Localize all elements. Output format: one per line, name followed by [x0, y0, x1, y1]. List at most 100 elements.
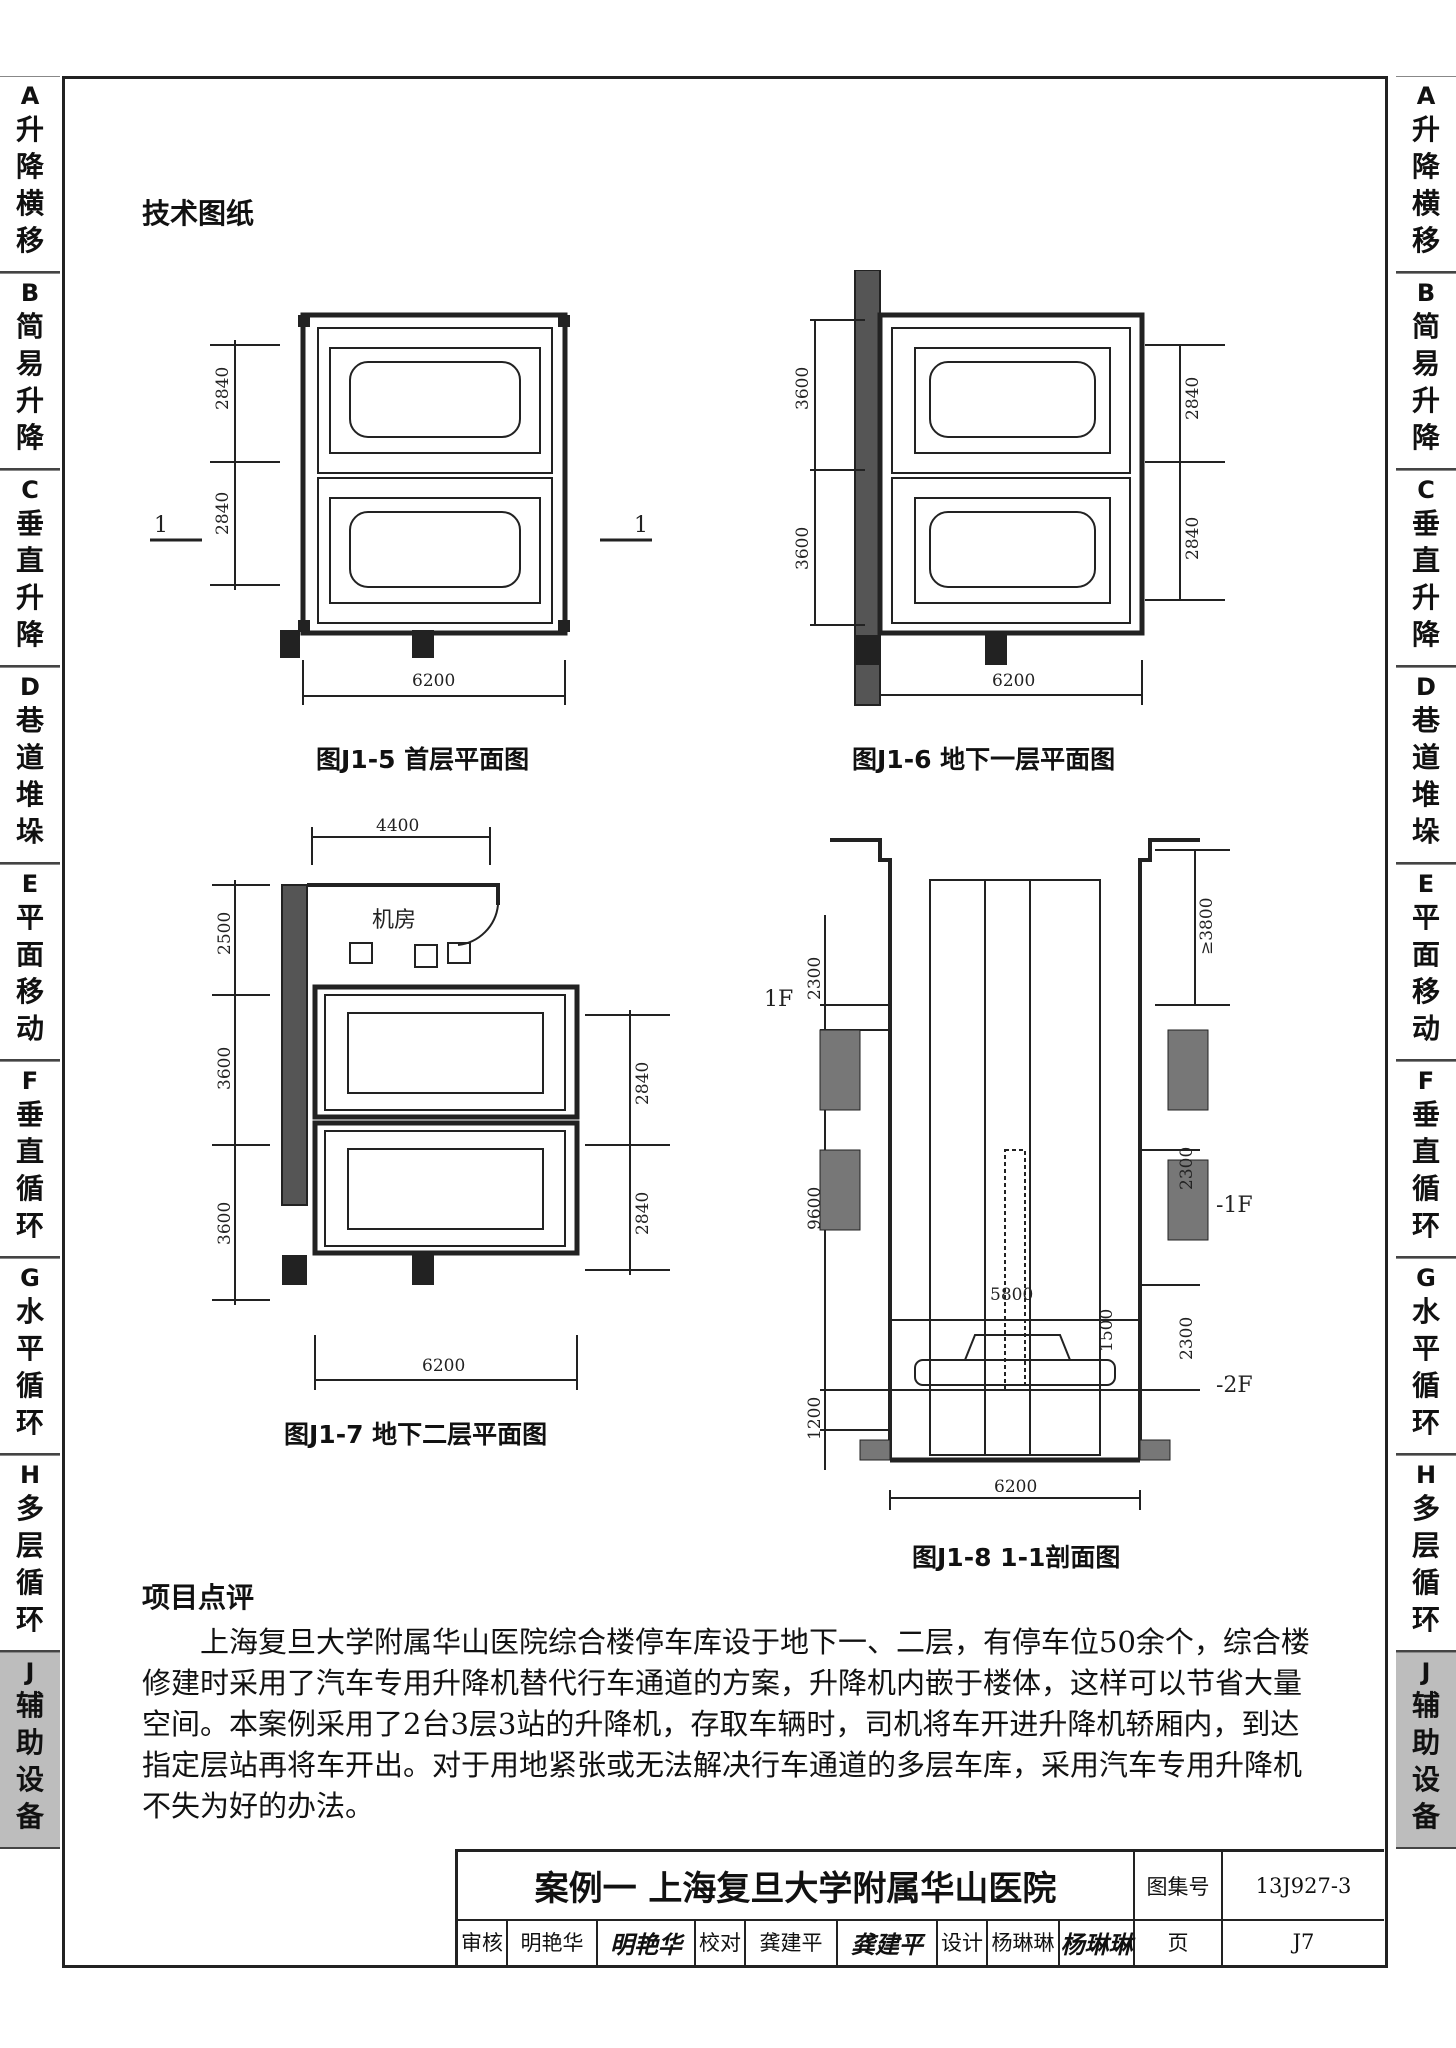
page-number: J7 [1292, 1930, 1315, 1954]
review-signature: 明艳华 [610, 1929, 682, 1959]
figure-j1-8: 2300 ≥3800 9600 2300 2300 1200 5800 1500… [764, 838, 1253, 1510]
side-tab-label: 水平循环 [1411, 1295, 1440, 1439]
side-tab-label: 多层循环 [15, 1492, 44, 1636]
svg-text:3600: 3600 [215, 1047, 235, 1090]
comment-text: 上海复旦大学附属华山医院综合楼停车库设于地下一、二层，有停车位50余个，综合楼修… [142, 1625, 1310, 1823]
side-tab-label: 垂直循环 [15, 1098, 44, 1242]
svg-text:2300: 2300 [1177, 1317, 1197, 1360]
svg-text:2500: 2500 [215, 912, 235, 955]
review-name: 明艳华 [520, 1931, 584, 1955]
check-name: 龚建平 [759, 1931, 823, 1955]
side-tab-c[interactable]: C 垂直升降 [1396, 470, 1456, 667]
side-tab-letter: J [1421, 1658, 1431, 1686]
svg-text:2840: 2840 [1183, 377, 1203, 420]
side-tab-label: 垂直升降 [1411, 507, 1440, 651]
side-tab-label: 升降横移 [1411, 113, 1440, 257]
svg-text:6200: 6200 [992, 671, 1035, 691]
side-tab-letter: J [25, 1658, 35, 1686]
side-tab-d[interactable]: D 巷道堆垛 [1396, 667, 1456, 864]
side-tab-a[interactable]: A 升降横移 [0, 76, 60, 273]
section-title-drawings: 技术图纸 [142, 197, 255, 230]
side-tab-d[interactable]: D 巷道堆垛 [0, 667, 60, 864]
svg-text:-1F: -1F [1216, 1193, 1253, 1218]
side-tab-label: 多层循环 [1411, 1492, 1440, 1636]
design-label: 设计 [941, 1931, 983, 1955]
side-tab-label: 升降横移 [15, 113, 44, 257]
side-tab-f[interactable]: F 垂直循环 [0, 1061, 60, 1258]
svg-text:9600: 9600 [805, 1187, 825, 1230]
side-tab-label: 巷道堆垛 [15, 704, 44, 848]
side-tab-label: 简易升降 [1411, 310, 1440, 454]
side-tab-letter: B [20, 279, 40, 307]
drawing-title: 案例一 上海复旦大学附属华山医院 [534, 1869, 1057, 1909]
side-tab-letter: A [1416, 82, 1436, 110]
svg-text:2840: 2840 [213, 367, 233, 410]
svg-text:3600: 3600 [793, 527, 813, 570]
svg-text:2840: 2840 [213, 492, 233, 535]
svg-text:3600: 3600 [793, 367, 813, 410]
side-tab-letter: E [1417, 870, 1435, 898]
svg-text:-2F: -2F [1216, 1373, 1253, 1398]
svg-text:2840: 2840 [633, 1192, 653, 1235]
side-tab-j[interactable]: J 辅助设备 [1396, 1652, 1456, 1849]
side-tab-f[interactable]: F 垂直循环 [1396, 1061, 1456, 1258]
side-tab-label: 水平循环 [15, 1295, 44, 1439]
title-block: 案例一 上海复旦大学附属华山医院 图集号 13J927-3 审核 明艳华 明艳华… [455, 1849, 1384, 1965]
side-tab-letter: G [1416, 1264, 1436, 1292]
side-tab-h[interactable]: H 多层循环 [0, 1455, 60, 1652]
side-tab-g[interactable]: G 水平循环 [0, 1258, 60, 1455]
side-tab-label: 辅助设备 [1411, 1689, 1440, 1833]
side-tab-letter: F [1417, 1067, 1435, 1095]
side-tab-label: 简易升降 [15, 310, 44, 454]
design-signature: 杨琳琳 [1060, 1929, 1133, 1959]
caption-fig-j1-6: 图J1-6 地下一层平面图 [852, 745, 1116, 774]
side-tab-label: 巷道堆垛 [1411, 704, 1440, 848]
svg-text:2840: 2840 [633, 1062, 653, 1105]
atlas-number: 13J927-3 [1255, 1873, 1352, 1898]
svg-text:2840: 2840 [1183, 517, 1203, 560]
svg-text:机房: 机房 [372, 908, 416, 933]
side-tab-letter: F [21, 1067, 39, 1095]
svg-text:5800: 5800 [990, 1285, 1033, 1305]
review-label: 审核 [461, 1931, 503, 1955]
side-tab-e[interactable]: E 平面移动 [1396, 864, 1456, 1061]
side-tab-letter: A [20, 82, 40, 110]
side-tab-b[interactable]: B 简易升降 [0, 273, 60, 470]
side-tab-letter: C [1417, 476, 1435, 504]
check-signature: 龚建平 [851, 1929, 923, 1959]
side-tab-letter: H [19, 1461, 41, 1489]
figure-j1-6: 3600 3600 2840 2840 6200 [793, 270, 1225, 706]
svg-text:1500: 1500 [1097, 1309, 1117, 1352]
side-tab-letter: C [21, 476, 39, 504]
atlas-label: 图集号 [1146, 1874, 1210, 1899]
page-label: 页 [1167, 1931, 1189, 1955]
side-tab-label: 平面移动 [1411, 901, 1440, 1045]
side-tab-label: 垂直循环 [1411, 1098, 1440, 1242]
side-tab-g[interactable]: G 水平循环 [1396, 1258, 1456, 1455]
svg-text:3600: 3600 [215, 1202, 235, 1245]
side-tab-letter: B [1416, 279, 1436, 307]
figure-j1-5: 2840 2840 6200 1 1 [150, 312, 652, 705]
svg-text:1: 1 [154, 513, 168, 538]
side-tab-letter: G [20, 1264, 40, 1292]
side-tab-label: 垂直升降 [15, 507, 44, 651]
svg-text:1: 1 [634, 513, 648, 538]
side-tab-b[interactable]: B 简易升降 [1396, 273, 1456, 470]
svg-text:6200: 6200 [412, 671, 455, 691]
side-tab-letter: D [1416, 673, 1436, 701]
side-tab-label: 平面移动 [15, 901, 44, 1045]
side-tab-c[interactable]: C 垂直升降 [0, 470, 60, 667]
svg-text:2300: 2300 [1177, 1147, 1197, 1190]
page-frame [62, 76, 1388, 1968]
design-name: 杨琳琳 [991, 1931, 1055, 1955]
side-tab-a[interactable]: A 升降横移 [1396, 76, 1456, 273]
svg-text:1F: 1F [764, 987, 793, 1012]
figure-j1-7: 4400 机房 2500 3600 3600 2840 2840 6200 [212, 816, 670, 1390]
side-tab-letter: D [20, 673, 40, 701]
svg-text:4400: 4400 [376, 816, 419, 836]
